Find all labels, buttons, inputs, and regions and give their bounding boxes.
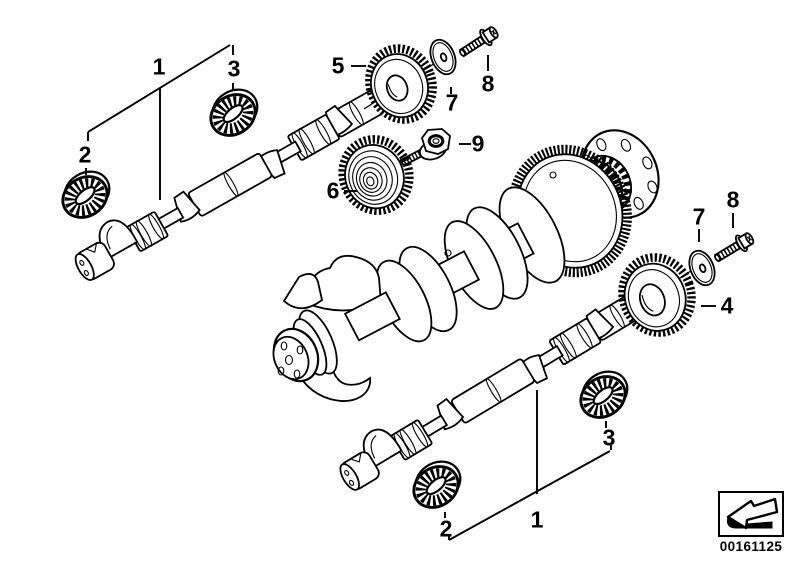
stamp-box xyxy=(718,491,784,537)
callout-8-top[interactable]: 8 xyxy=(481,70,495,97)
bearing-outer-bottom xyxy=(406,453,468,516)
callout-3-top[interactable]: 3 xyxy=(227,55,241,82)
direction-arrow-icon xyxy=(726,497,779,530)
gear-6 xyxy=(338,135,414,215)
callout-5[interactable]: 5 xyxy=(331,52,345,79)
crankshaft xyxy=(272,129,660,402)
callout-1-bottom[interactable]: 1 xyxy=(530,506,544,533)
callout-9[interactable]: 9 xyxy=(471,130,485,157)
crankshaft-hub xyxy=(272,309,338,383)
callout-7-right[interactable]: 7 xyxy=(692,203,706,230)
callout-8-right[interactable]: 8 xyxy=(726,186,740,213)
callout-7-top[interactable]: 7 xyxy=(445,89,459,116)
callout-3-bottom[interactable]: 3 xyxy=(602,424,616,451)
gear-4 xyxy=(618,253,696,337)
callout-2-bottom[interactable]: 2 xyxy=(439,515,453,542)
bearing-inner-bottom xyxy=(573,363,635,426)
callout-4[interactable]: 4 xyxy=(720,292,734,319)
leader-lines xyxy=(85,44,734,541)
flange-nut xyxy=(418,128,451,161)
callout-6[interactable]: 6 xyxy=(326,177,340,204)
bolt-right xyxy=(711,229,756,266)
callout-1-top[interactable]: 1 xyxy=(152,53,166,80)
part-number: 00161125 xyxy=(719,539,783,554)
callout-2-top[interactable]: 2 xyxy=(78,141,92,168)
bolt-top xyxy=(456,23,501,61)
